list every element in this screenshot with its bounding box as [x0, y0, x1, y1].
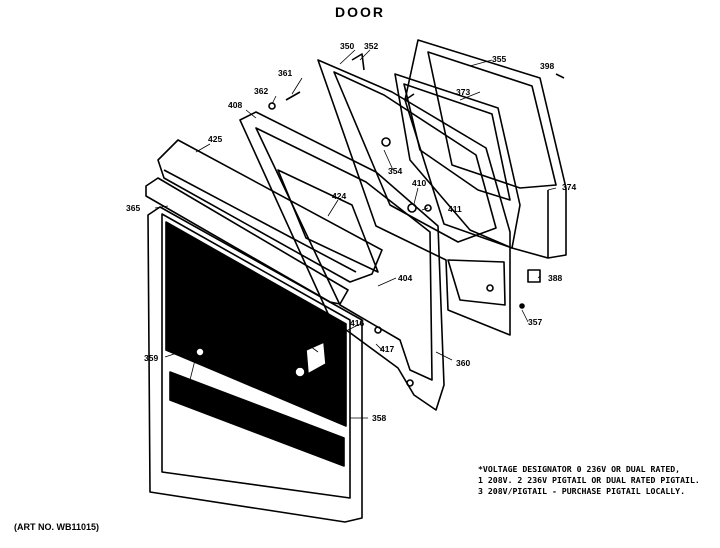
label-350: 350	[340, 41, 354, 51]
inner-liner	[317, 53, 511, 336]
label-408: 408	[228, 100, 242, 110]
label-369: 369	[288, 349, 302, 359]
label-357: 357	[528, 317, 542, 327]
label-361: 361	[278, 68, 292, 78]
note-line: 1 208V. 2 236V PIGTAIL OR DUAL RATED PIG…	[478, 475, 700, 485]
label-388: 388	[548, 273, 562, 283]
label-416: 416	[350, 318, 364, 328]
label-373: 373	[456, 87, 470, 97]
label-354: 354	[388, 166, 402, 176]
label-422: 422	[300, 338, 314, 348]
label-424: 424	[332, 191, 346, 201]
label-355: 355	[492, 54, 506, 64]
window-pack	[394, 73, 521, 249]
label-359: 359	[144, 353, 158, 363]
note-line: 3 208V/PIGTAIL - PURCHASE PIGTAIL LOCALL…	[478, 486, 686, 496]
label-411: 411	[448, 204, 462, 214]
label-365: 365	[126, 203, 140, 213]
label-418: 418	[182, 382, 196, 392]
label-362: 362	[254, 86, 268, 96]
label-398: 398	[540, 61, 554, 71]
label-374: 374	[562, 182, 576, 192]
voltage-note: *VOLTAGE DESIGNATOR 0 236V OR DUAL RATED…	[478, 464, 700, 497]
leader-lines	[154, 49, 557, 419]
door-frame	[239, 111, 445, 411]
outer-door-front	[147, 206, 363, 523]
note-line: *VOLTAGE DESIGNATOR 0 236V OR DUAL RATED…	[478, 464, 681, 474]
label-358: 358	[372, 413, 386, 423]
label-425: 425	[208, 134, 222, 144]
art-number: (ART NO. WB11015)	[14, 522, 100, 532]
label-360: 360	[456, 358, 470, 368]
diagram-title: DOOR	[335, 4, 385, 20]
hardware	[268, 73, 565, 309]
label-417: 417	[380, 344, 394, 354]
label-352: 352	[364, 41, 378, 51]
handle-trim	[145, 177, 349, 305]
label-410: 410	[412, 178, 426, 188]
top-trim	[157, 139, 383, 283]
label-404: 404	[398, 273, 412, 283]
label-419: 419	[232, 415, 246, 425]
